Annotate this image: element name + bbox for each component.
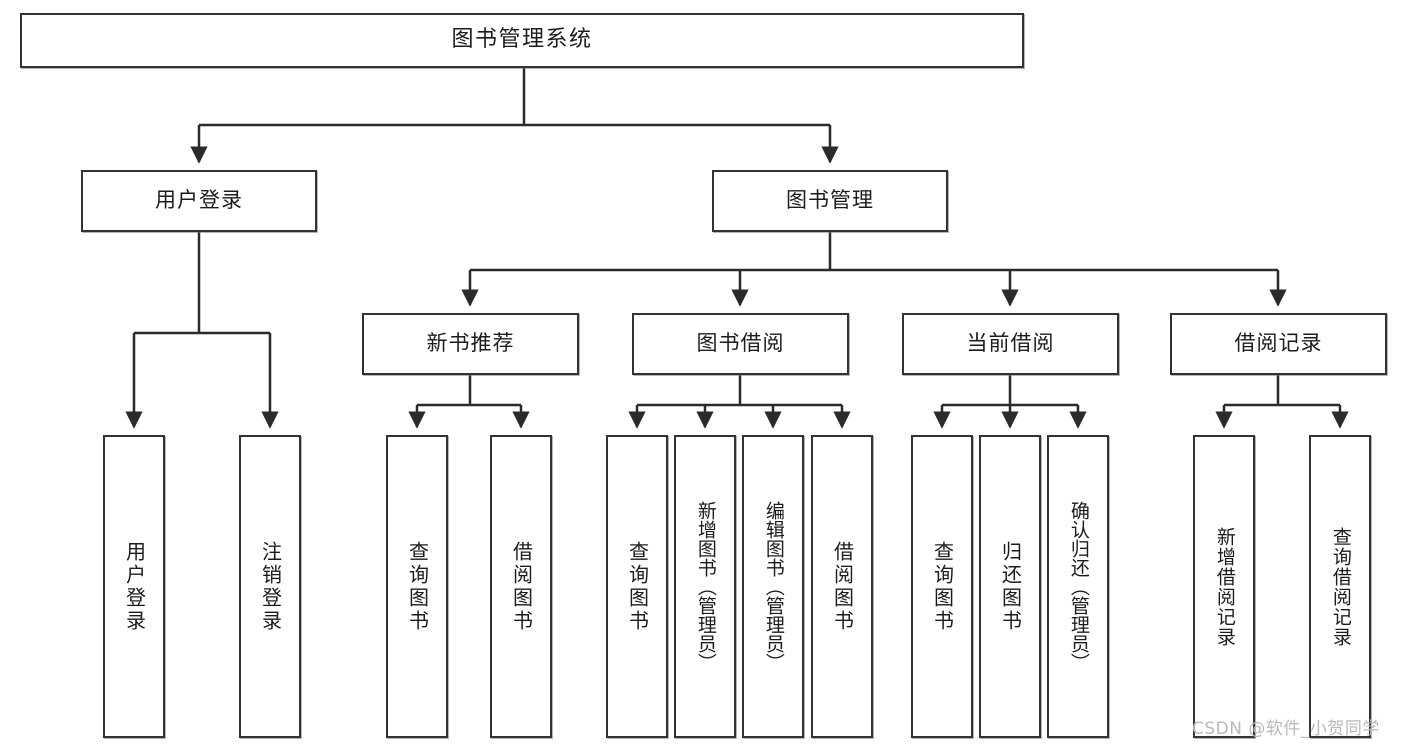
leaf-current-search-book[interactable]: 查询图书 [911, 435, 973, 738]
node-label: 新书推荐 [426, 331, 515, 356]
node-label: 确认归还（管理员） [1067, 501, 1090, 672]
csdn-watermark: CSDN @软件_小贺同学 [1192, 719, 1380, 739]
node-label: 借阅记录 [1234, 331, 1323, 356]
node-new-book-recommend[interactable]: 新书推荐 [362, 313, 579, 375]
node-label: 借阅图书 [509, 540, 534, 633]
node-book-borrow[interactable]: 图书借阅 [632, 313, 849, 375]
node-label: 图书管理 [786, 188, 874, 213]
node-label: 借阅图书 [830, 540, 855, 633]
node-book-management[interactable]: 图书管理 [712, 170, 948, 232]
leaf-current-return-book[interactable]: 归还图书 [979, 435, 1041, 738]
node-label: 注销登录 [258, 540, 283, 633]
node-label: 用户登录 [122, 540, 147, 633]
node-label: 图书管理系统 [451, 27, 593, 53]
leaf-borrow-borrow-book[interactable]: 借阅图书 [811, 435, 873, 738]
node-current-borrow[interactable]: 当前借阅 [902, 313, 1119, 375]
node-label: 图书借阅 [696, 331, 785, 356]
leaf-borrow-search-book[interactable]: 查询图书 [606, 435, 668, 738]
node-label: 编辑图书（管理员） [762, 501, 785, 672]
node-label: 查询图书 [625, 540, 650, 633]
node-label: 查询图书 [405, 540, 430, 633]
node-label: 归还图书 [998, 540, 1023, 633]
leaf-record-search-record[interactable]: 查询借阅记录 [1309, 435, 1371, 738]
leaf-record-add-record[interactable]: 新增借阅记录 [1193, 435, 1255, 738]
node-label: 当前借阅 [966, 331, 1055, 356]
leaf-user-login[interactable]: 用户登录 [103, 435, 165, 738]
node-label: 新增借阅记录 [1213, 526, 1236, 647]
leaf-user-logout[interactable]: 注销登录 [239, 435, 301, 738]
leaf-current-confirm-return-admin[interactable]: 确认归还（管理员） [1047, 435, 1109, 738]
leaf-recommend-search-book[interactable]: 查询图书 [386, 435, 448, 738]
leaf-borrow-edit-book-admin[interactable]: 编辑图书（管理员） [742, 435, 804, 738]
leaf-recommend-borrow-book[interactable]: 借阅图书 [490, 435, 552, 738]
node-borrow-record[interactable]: 借阅记录 [1170, 313, 1387, 375]
node-user-login[interactable]: 用户登录 [81, 170, 317, 232]
node-label: 用户登录 [155, 188, 243, 213]
node-label: 查询图书 [930, 540, 955, 633]
leaf-borrow-add-book-admin[interactable]: 新增图书（管理员） [674, 435, 736, 738]
node-label: 新增图书（管理员） [694, 501, 717, 672]
node-label: 查询借阅记录 [1329, 526, 1352, 647]
node-root-system[interactable]: 图书管理系统 [20, 13, 1024, 68]
